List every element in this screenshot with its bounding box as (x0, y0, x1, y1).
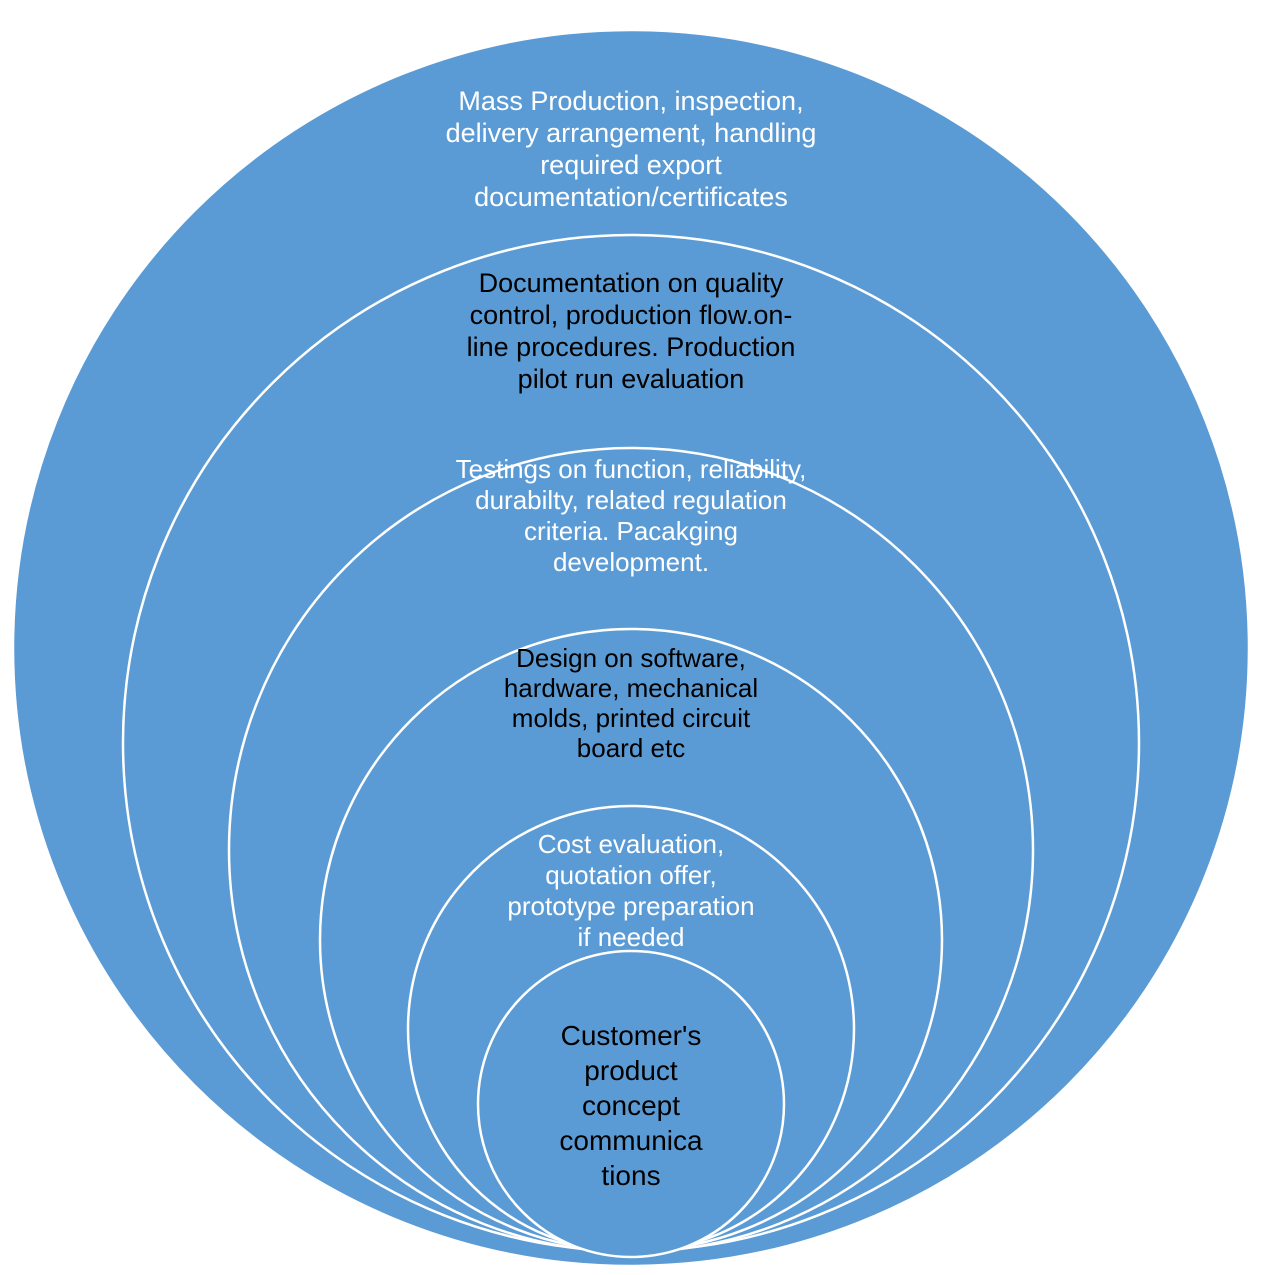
label-line: criteria. Pacakging (524, 516, 738, 546)
label-line: delivery arrangement, handling (446, 118, 817, 148)
label-line: documentation/certificates (474, 182, 788, 212)
label-line: board etc (577, 733, 685, 763)
label-customer-concept: Customer's product concept communica tions (559, 1020, 703, 1191)
label-cost-evaluation: Cost evaluation,quotation offer,prototyp… (507, 829, 754, 952)
label-line: pilot run evaluation (518, 364, 745, 394)
label-line: Mass Production, inspection, (458, 86, 803, 116)
label-line: concept (582, 1090, 680, 1121)
label-line: Documentation on quality (479, 268, 784, 298)
label-line: quotation offer, (545, 860, 717, 890)
label-line: required export (540, 150, 722, 180)
label-line: development. (553, 547, 709, 577)
label-line: communica (559, 1125, 703, 1156)
label-line: Testings on function, reliability, (456, 454, 807, 484)
circle-customer-concept (476, 949, 786, 1259)
label-line: molds, printed circuit (512, 703, 751, 733)
label-testing: Testings on function, reliability,durabi… (456, 454, 807, 577)
circle-layers (11, 28, 1251, 1268)
label-line: line procedures. Production (467, 332, 796, 362)
label-mass-production: Mass Production, inspection,delivery arr… (446, 86, 817, 212)
label-line: Cost evaluation, (538, 829, 724, 859)
label-line: tions (601, 1160, 660, 1191)
label-line: product (584, 1055, 678, 1086)
label-line: if needed (578, 922, 685, 952)
label-line: durabilty, related regulation (475, 485, 787, 515)
label-line: hardware, mechanical (504, 673, 758, 703)
circle-labels: Mass Production, inspection,delivery arr… (446, 86, 817, 1191)
label-line: control, production flow.on- (470, 300, 793, 330)
label-line: Customer's (561, 1020, 702, 1051)
label-line: prototype preparation (507, 891, 754, 921)
label-line: Design on software, (516, 643, 746, 673)
